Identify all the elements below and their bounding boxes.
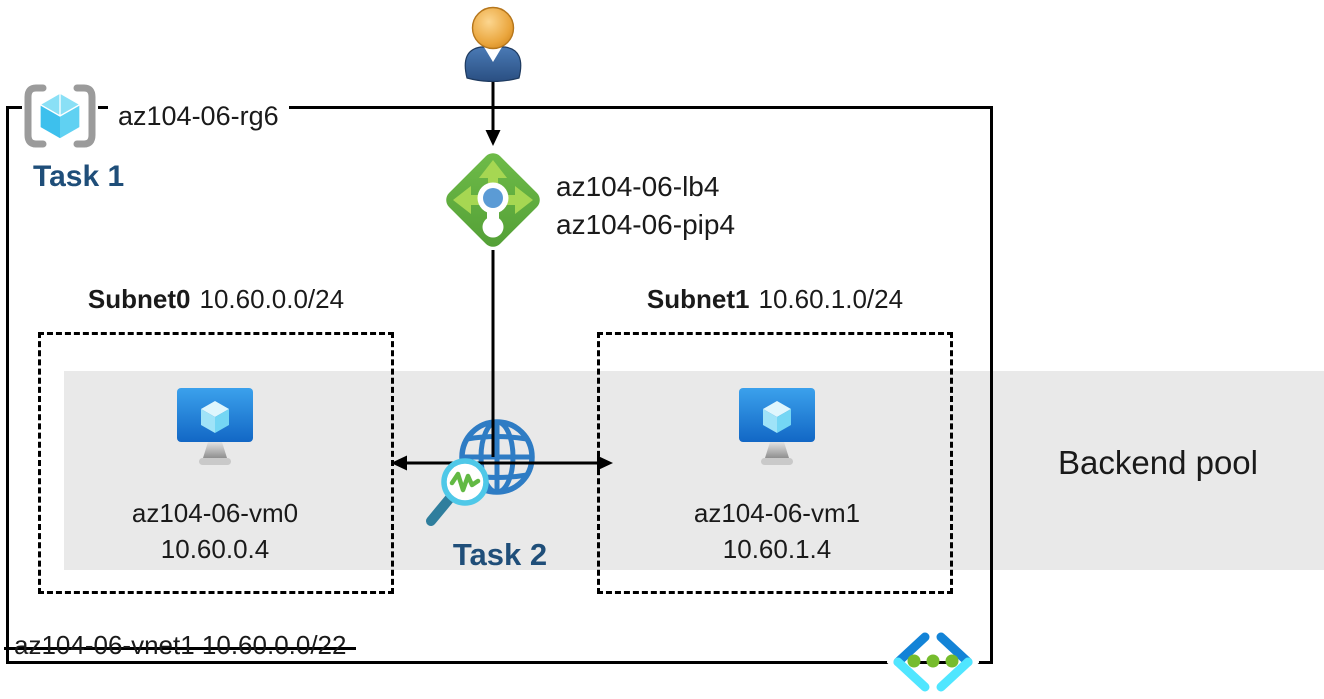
backend-pool-label: Backend pool	[1058, 444, 1258, 481]
resource-group-box	[6, 106, 993, 664]
vm0-name: az104-06-vm0	[131, 498, 299, 528]
public-ip-name: az104-06-pip4	[556, 209, 736, 240]
vm0-icon	[177, 388, 253, 465]
subnet0-label: Subnet0 10.60.0.0/24	[38, 284, 394, 315]
user-icon	[464, 6, 522, 82]
resource-group-icon	[22, 84, 98, 148]
vm1-name: az104-06-vm1	[693, 498, 861, 528]
backend-pool-band	[64, 371, 1324, 570]
resource-group-label: az104-06-rg6	[108, 94, 289, 138]
vnet-icon	[887, 631, 979, 693]
vm1-icon	[739, 388, 815, 465]
subnet0-cidr: 10.60.0.0/24	[199, 284, 345, 314]
vnet-label: az104-06-vnet1 10.60.0.0/22	[14, 630, 347, 660]
vm0-label: az104-06-vm0 10.60.0.4	[90, 495, 340, 567]
globe-icon	[459, 419, 535, 495]
vm0-ip: 10.60.0.4	[160, 534, 270, 564]
vnet-strike-line	[4, 647, 356, 650]
load-balancer-labels: az104-06-lb4 az104-06-pip4	[556, 168, 735, 244]
subnet1-name: Subnet1	[646, 284, 750, 314]
load-balancer-icon	[446, 153, 540, 247]
resource-group-header: az104-06-rg6	[22, 84, 289, 148]
task1-label: Task 1	[33, 160, 125, 193]
monitor-magnifier-icon	[426, 458, 489, 526]
vm1-label: az104-06-vm1 10.60.1.4	[652, 495, 902, 567]
subnet1-label: Subnet1 10.60.1.0/24	[597, 284, 953, 315]
subnet1-cidr: 10.60.1.0/24	[758, 284, 904, 314]
task2-label: Task 2	[452, 537, 548, 572]
load-balancer-name: az104-06-lb4	[556, 171, 720, 202]
vm1-ip: 10.60.1.4	[722, 534, 832, 564]
subnet0-name: Subnet0	[87, 284, 191, 314]
